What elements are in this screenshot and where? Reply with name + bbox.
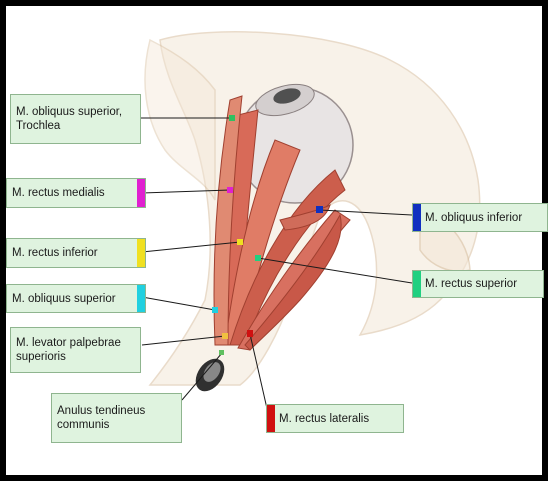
label-text: Anulus tendineus communis bbox=[57, 404, 176, 432]
color-tag-rectus-lateralis bbox=[267, 405, 275, 432]
marker-rectus-lateralis bbox=[247, 330, 253, 337]
marker-trochlea bbox=[229, 115, 235, 121]
label-text: M. obliquus inferior bbox=[425, 211, 522, 225]
label-rectus-superior: M. rectus superior bbox=[412, 270, 544, 298]
marker-obliquus-superior bbox=[212, 307, 218, 313]
marker-rectus-medialis bbox=[227, 187, 233, 193]
label-text: M. obliquus superior bbox=[12, 292, 116, 306]
label-text: M. levator palpebrae superioris bbox=[16, 336, 135, 364]
marker-levator bbox=[222, 333, 228, 339]
color-tag-obliquus-superior bbox=[137, 285, 145, 312]
marker-obliquus-inferior bbox=[316, 206, 323, 213]
label-text: M. rectus inferior bbox=[12, 246, 98, 260]
label-text: M. rectus medialis bbox=[12, 186, 105, 200]
marker-rectus-superior bbox=[255, 255, 261, 261]
label-obliquus-inferior: M. obliquus inferior bbox=[412, 203, 548, 232]
label-rectus-inferior: M. rectus inferior bbox=[6, 238, 146, 268]
label-rectus-medialis: M. rectus medialis bbox=[6, 178, 146, 208]
marker-rectus-inferior bbox=[237, 239, 243, 245]
label-text: M. obliquus superior, Trochlea bbox=[16, 105, 135, 133]
color-tag-rectus-superior bbox=[413, 271, 421, 297]
color-tag-rectus-inferior bbox=[137, 239, 145, 267]
label-text: M. rectus superior bbox=[425, 277, 517, 291]
label-anulus-tendineus: Anulus tendineus communis bbox=[51, 393, 182, 443]
label-obliquus-superior-trochlea: M. obliquus superior, Trochlea bbox=[10, 94, 141, 144]
color-tag-rectus-medialis bbox=[137, 179, 145, 207]
marker-anulus bbox=[219, 350, 224, 355]
label-levator-palpebrae: M. levator palpebrae superioris bbox=[10, 327, 141, 373]
label-obliquus-superior: M. obliquus superior bbox=[6, 284, 146, 313]
label-rectus-lateralis: M. rectus lateralis bbox=[266, 404, 404, 433]
label-text: M. rectus lateralis bbox=[279, 412, 369, 426]
color-tag-obliquus-inferior bbox=[413, 204, 421, 231]
